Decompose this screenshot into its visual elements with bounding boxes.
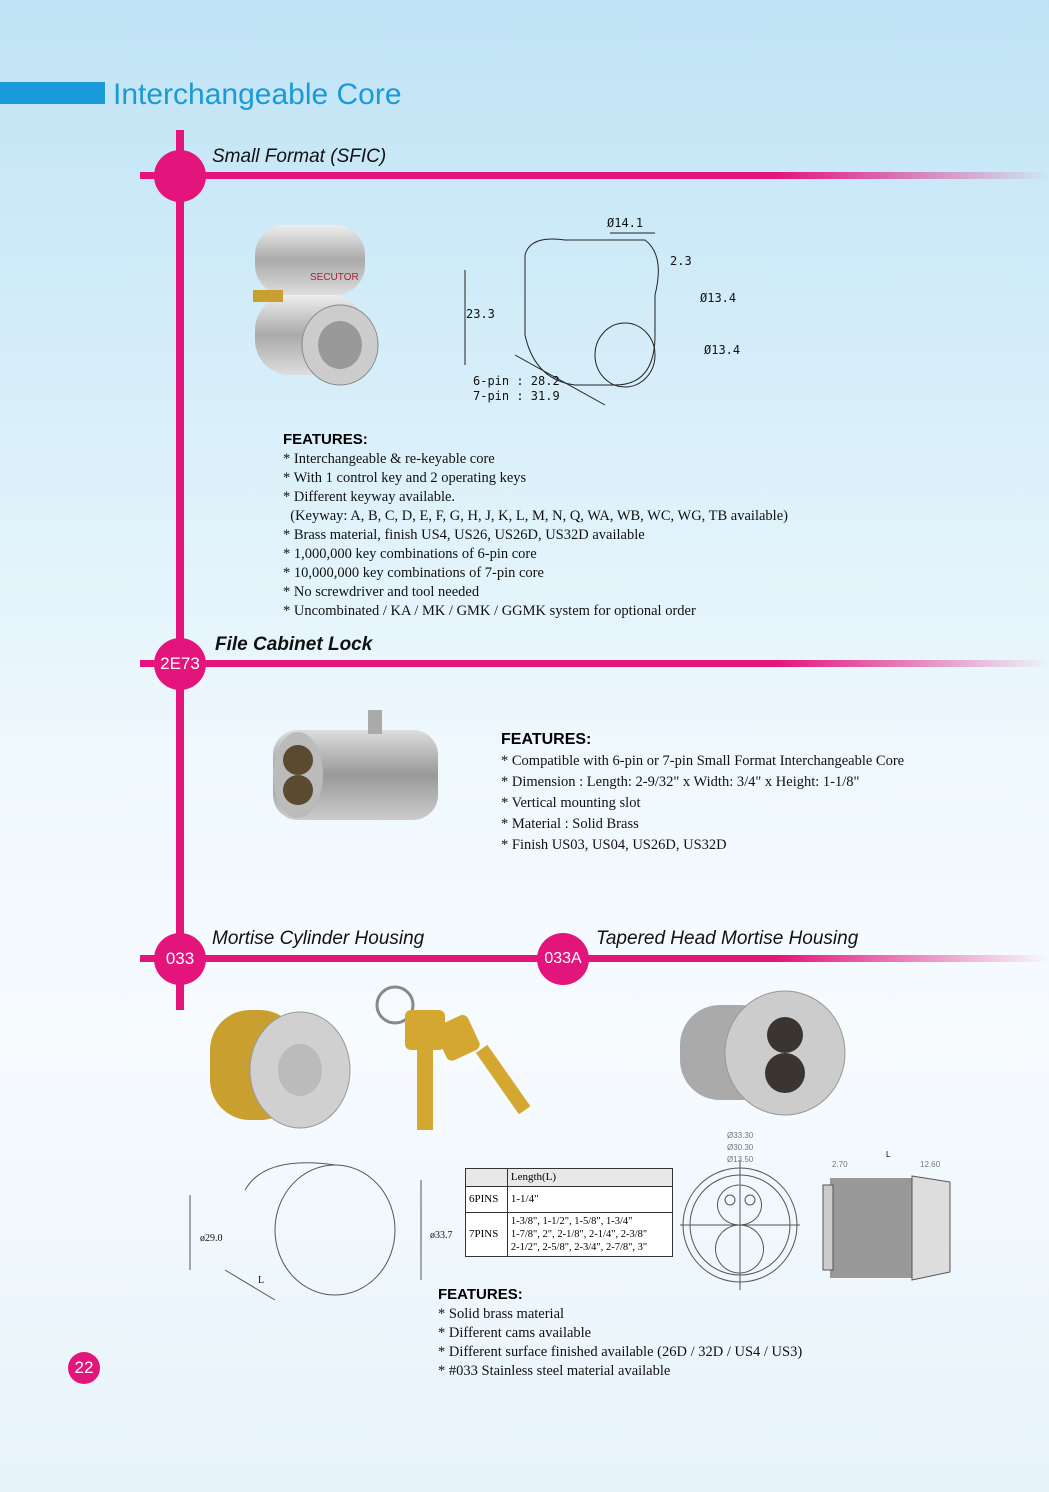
feature-item: * #033 Stainless steel material availabl…	[438, 1363, 671, 1379]
feature-item: * Compatible with 6-pin or 7-pin Small F…	[501, 753, 905, 769]
feature-item: * Different keyway available.	[283, 489, 456, 505]
section-heading-cabinet: File Cabinet Lock	[215, 634, 373, 655]
file-cabinet-lock-photo	[273, 710, 438, 820]
dim-flange: 2.70	[832, 1160, 848, 1169]
keys-photo	[375, 985, 531, 1130]
dim-length-7pin: 7-pin : 31.9	[473, 389, 560, 403]
feature-item: * With 1 control key and 2 operating key…	[283, 470, 527, 486]
sfic-dimension-drawing	[464, 232, 659, 406]
feature-item: * Material : Solid Brass	[501, 816, 639, 832]
dim-length: L	[258, 1275, 265, 1286]
section-divider	[140, 955, 1049, 962]
section-heading-tapered: Tapered Head Mortise Housing	[596, 928, 859, 949]
section-marker-033a: 033A	[537, 933, 589, 985]
feature-item: * Vertical mounting slot	[501, 795, 641, 811]
dim-diameter-face: Ø13.4	[704, 343, 741, 357]
mortise-dimension-drawing	[189, 1162, 422, 1301]
title-accent-bar	[0, 82, 105, 104]
dim-head: 12.60	[920, 1160, 941, 1169]
section-heading-mortise: Mortise Cylinder Housing	[212, 928, 425, 949]
table-header	[465, 1168, 508, 1187]
svg-text:SECUTOR: SECUTOR	[310, 272, 359, 283]
dim-length: L	[886, 1150, 891, 1159]
mortise-features: FEATURES: * Solid brass material * Diffe…	[438, 1286, 802, 1381]
section-marker-033: 033	[154, 933, 206, 985]
dim-diameter-a: ø29.0	[200, 1233, 223, 1244]
tapered-dimension-drawing	[680, 1160, 951, 1290]
feature-item: * Solid brass material	[438, 1306, 565, 1322]
feature-item: * No screwdriver and tool needed	[283, 584, 480, 600]
table-cell: 1-1/4"	[506, 1186, 674, 1213]
section-heading-sfic: Small Format (SFIC)	[212, 146, 387, 167]
page-title: Interchangeable Core	[113, 78, 402, 111]
cabinet-features: FEATURES: * Compatible with 6-pin or 7-p…	[501, 731, 904, 856]
table-cell: 7PINS	[465, 1212, 508, 1257]
features-title: FEATURES:	[438, 1286, 523, 1303]
feature-item: * Finish US03, US04, US26D, US32D	[501, 837, 727, 853]
dim-slot: 2.3	[670, 254, 692, 268]
feature-item: * 10,000,000 key combinations of 7-pin c…	[283, 565, 544, 581]
feature-item: * Interchangeable & re-keyable core	[283, 451, 495, 467]
feature-item: * Dimension : Length: 2-9/32" x Width: 3…	[501, 774, 860, 790]
sfic-features: FEATURES: * Interchangeable & re-keyable…	[283, 431, 788, 621]
table-cell: 1-3/8", 1-1/2", 1-5/8", 1-3/4" 1-7/8", 2…	[506, 1212, 674, 1257]
feature-item: * 1,000,000 key combinations of 6-pin co…	[283, 546, 537, 562]
features-title: FEATURES:	[501, 731, 592, 748]
table-header: Length(L)	[506, 1168, 674, 1187]
dim-diameter-outer: Ø33.30	[727, 1131, 754, 1140]
dim-diameter-inner: Ø13.50	[727, 1155, 754, 1164]
feature-item: (Keyway: A, B, C, D, E, F, G, H, J, K, L…	[283, 508, 788, 524]
feature-item: * Brass material, finish US4, US26, US26…	[283, 527, 645, 543]
dim-height: 23.3	[466, 307, 495, 321]
dim-diameter-top: Ø14.1	[607, 216, 644, 230]
section-divider	[140, 660, 1049, 667]
feature-item: * Different surface finished available (…	[438, 1344, 803, 1360]
section-divider	[140, 172, 1049, 179]
section-marker	[154, 150, 206, 202]
tapered-housing-photo	[680, 990, 846, 1116]
sfic-core-photo: SECUTOR	[253, 225, 379, 386]
section-marker-2e73: 2E73	[154, 638, 206, 690]
mortise-cylinder-photo	[210, 1010, 351, 1129]
features-title: FEATURES:	[283, 431, 368, 448]
feature-item: * Uncombinated / KA / MK / GMK / GGMK sy…	[283, 603, 696, 619]
feature-item: * Different cams available	[438, 1325, 592, 1341]
dim-diameter-b: ø33.7	[430, 1230, 453, 1241]
table-cell: 6PINS	[465, 1186, 508, 1213]
dim-diameter-mid: Ø13.4	[700, 291, 737, 305]
dim-diameter-mid: Ø30.30	[727, 1143, 754, 1152]
dim-length-6pin: 6-pin : 28.2	[473, 374, 560, 388]
page-number: 22	[68, 1352, 100, 1384]
timeline-line	[176, 130, 184, 1010]
